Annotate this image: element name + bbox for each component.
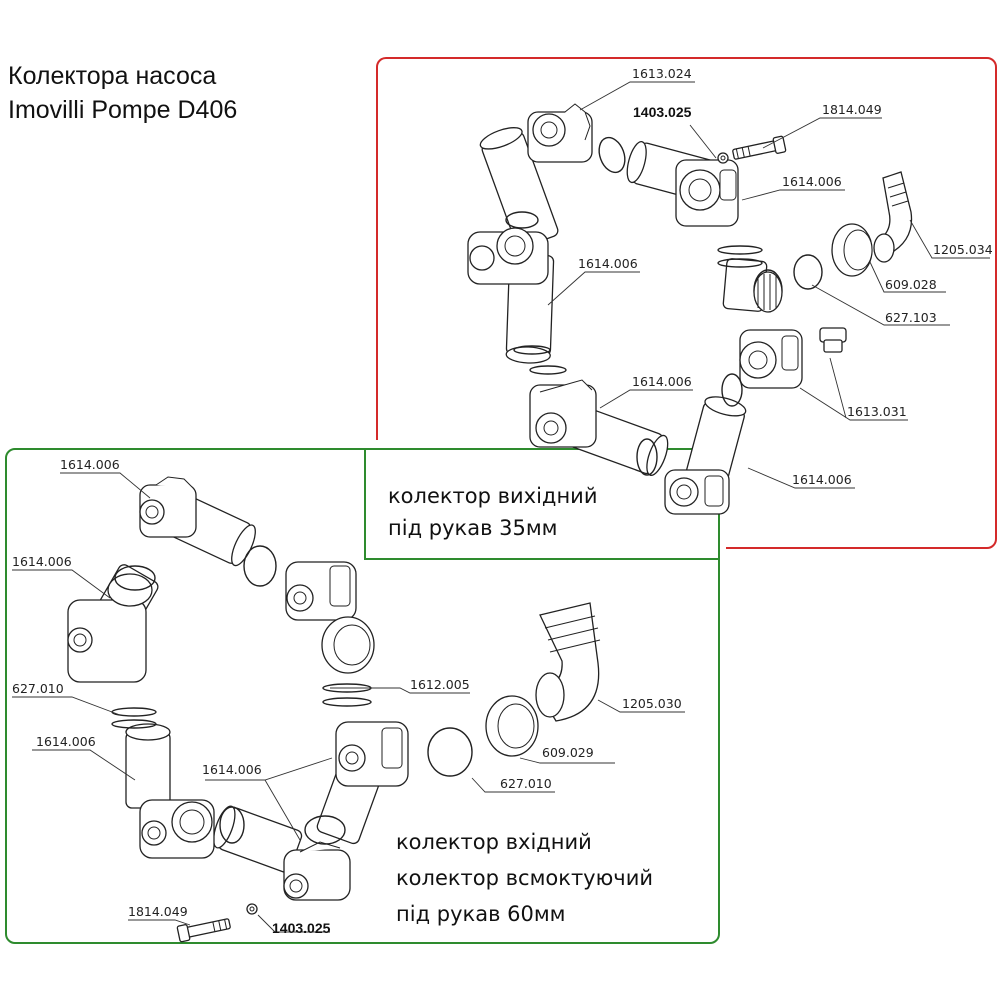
part-label: 1403.025 (272, 920, 331, 936)
union-nut (831, 223, 873, 277)
bolt (732, 135, 787, 160)
o-ring (111, 719, 157, 729)
part-label: 627.010 (12, 681, 64, 696)
o-ring (717, 245, 763, 255)
o-ring (721, 373, 743, 407)
elbow-hose-barb (535, 602, 601, 722)
pipe-segment (213, 805, 303, 873)
pipe-segment (125, 723, 171, 809)
threaded-fitting (753, 271, 783, 313)
part-label: 1205.030 (622, 696, 682, 711)
housing-fitting (675, 159, 739, 227)
inlet-caption-line-3: під рукав 60мм (396, 902, 566, 926)
part-label: 1614.006 (578, 256, 638, 271)
drain-plug (819, 327, 847, 353)
housing-fitting (527, 103, 593, 163)
inlet-frame-step-ledge (364, 558, 720, 560)
union-nut (485, 695, 539, 757)
inlet-drawing (12, 472, 685, 943)
o-ring (243, 545, 277, 587)
outlet-caption-line-1: колектор вихідний (388, 484, 598, 508)
part-label: 609.028 (885, 277, 937, 292)
part-label: 1403.025 (633, 104, 692, 120)
part-label: 1613.024 (632, 66, 692, 81)
part-label: 1614.006 (36, 734, 96, 749)
o-ring (529, 365, 567, 375)
part-label: 1814.049 (128, 904, 188, 919)
housing-fitting (335, 721, 409, 787)
inlet-part-labels: 1614.006 1614.006 627.010 1612.005 1205.… (12, 457, 682, 936)
o-ring (598, 136, 626, 174)
housing-fitting (283, 841, 351, 901)
part-label: 1613.031 (847, 404, 907, 419)
o-ring (717, 258, 763, 268)
housing-fitting (285, 561, 357, 621)
title-line-2: Imovilli Pompe D406 (8, 96, 238, 124)
elbow-hose-barb (873, 171, 913, 263)
flange-fitting (321, 616, 375, 674)
housing-fitting (664, 469, 730, 515)
part-label: 1614.006 (792, 472, 852, 487)
housing-fitting (467, 227, 549, 285)
pipe-segment (685, 396, 747, 489)
o-ring (793, 254, 823, 290)
bolt (176, 918, 231, 943)
part-label: 1614.006 (12, 554, 72, 569)
o-ring (322, 697, 372, 707)
part-label: 627.103 (885, 310, 937, 325)
o-ring (427, 727, 473, 777)
o-ring (304, 815, 346, 845)
o-ring (513, 345, 551, 355)
o-ring (505, 211, 539, 229)
title-line-1: Колектора насоса (8, 62, 217, 90)
part-label: 1814.049 (822, 102, 882, 117)
part-label: 627.010 (500, 776, 552, 791)
part-label: 609.029 (542, 745, 594, 760)
housing-fitting (529, 379, 597, 448)
outlet-drawing (467, 81, 990, 515)
inlet-frame-right-edge (718, 558, 720, 934)
o-ring (636, 438, 658, 476)
part-label: 1205.034 (933, 242, 993, 257)
housing-fitting (139, 799, 215, 859)
inlet-caption-line-1: колектор вхідний (396, 830, 592, 854)
part-label: 1614.006 (60, 457, 120, 472)
part-label: 1614.006 (202, 762, 262, 777)
outlet-caption-line-2: під рукав 35мм (388, 516, 558, 540)
housing-fitting (139, 476, 197, 538)
housing-fitting (67, 573, 153, 683)
pipe-segment (479, 127, 559, 249)
o-ring (219, 806, 245, 844)
o-ring (114, 565, 156, 591)
part-label: 1614.006 (782, 174, 842, 189)
part-label: 1612.005 (410, 677, 470, 692)
housing-fitting (739, 329, 803, 389)
outlet-part-labels: 1613.024 1403.025 1814.049 1614.006 1205… (578, 66, 993, 487)
inlet-frame-step-vertical (364, 448, 366, 560)
inlet-caption-line-2: колектор всмоктуючий (396, 866, 653, 890)
part-label: 1614.006 (632, 374, 692, 389)
